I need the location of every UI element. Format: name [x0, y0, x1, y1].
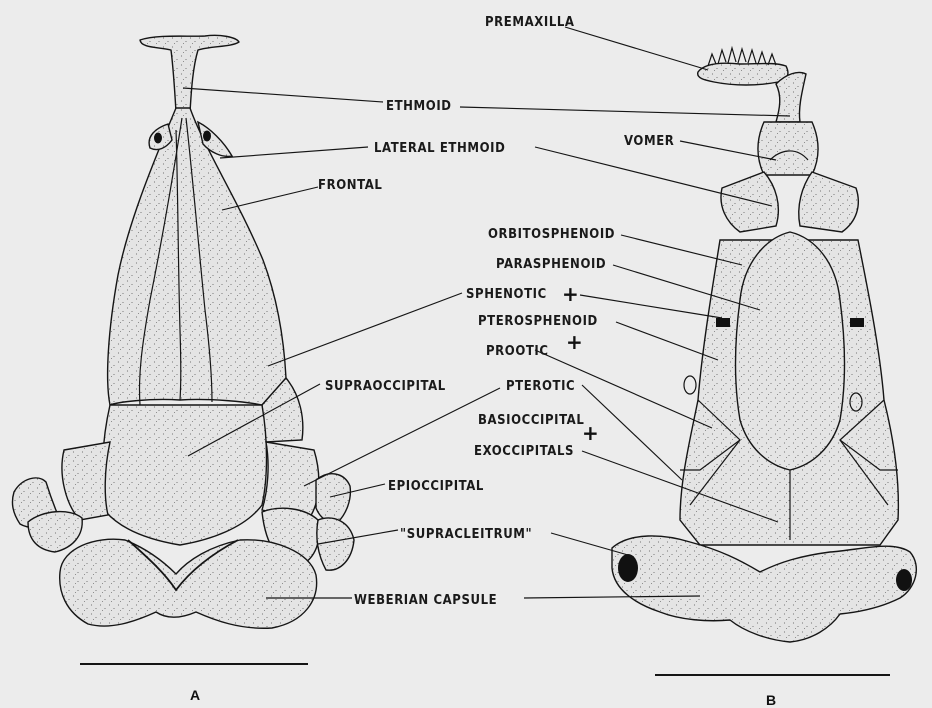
label-frontal: FRONTAL [318, 178, 382, 193]
skull-b-sphenotic-mark-left [716, 318, 730, 327]
label-weberian-capsule: WEBERIAN CAPSULE [354, 593, 497, 608]
label-supracleitrum: "SUPRACLEITRUM" [400, 527, 532, 542]
label-epioccipital: EPIOCCIPITAL [388, 479, 484, 494]
plus-sphenotic: + [562, 282, 579, 306]
label-ethmoid: ETHMOID [386, 99, 452, 114]
label-prootic: PROOTIC [486, 344, 549, 359]
skull-b-ear-right [896, 569, 912, 591]
panel-label-a: A [190, 687, 200, 703]
label-parasphenoid: PARASPHENOID [496, 257, 606, 272]
skull-a-eye-right [203, 131, 211, 142]
label-exoccipitals: EXOCCIPITALS [474, 444, 574, 459]
skull-b-vomer [758, 122, 818, 175]
label-lateral-ethmoid: LATERAL ETHMOID [374, 141, 505, 156]
skull-b-sphenotic-mark-right [850, 318, 864, 327]
label-supraoccipital: SUPRAOCCIPITAL [325, 379, 446, 394]
plus-prootic: + [566, 330, 583, 354]
label-orbitosphenoid: ORBITOSPHENOID [488, 227, 615, 242]
label-premaxilla: PREMAXILLA [485, 15, 575, 30]
skull-a-eye-left [154, 133, 162, 144]
label-vomer: VOMER [624, 134, 674, 149]
skull-b-premaxilla [698, 63, 788, 85]
label-pterosphenoid: PTEROSPHENOID [478, 314, 598, 329]
skull-b-parasphenoid [736, 232, 845, 470]
label-pterotic: PTEROTIC [506, 379, 575, 394]
plus-basioccipital: + [582, 421, 599, 445]
label-sphenotic: SPHENOTIC [466, 287, 547, 302]
skull-b-ear-left [618, 554, 638, 582]
label-basioccipital: BASIOCCIPITAL [478, 413, 584, 428]
panel-label-b: B [766, 692, 776, 708]
